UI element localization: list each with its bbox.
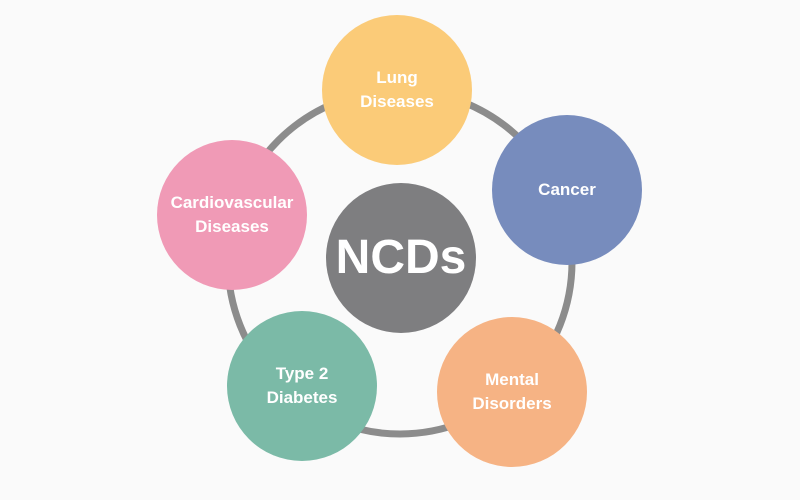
center-circle-ncds: NCDs bbox=[326, 183, 476, 333]
node-label-line1: Type 2 bbox=[275, 364, 329, 383]
center-label: NCDs bbox=[335, 231, 467, 284]
node-label-line1: Lung bbox=[376, 68, 418, 87]
node-label-line2: Disorders bbox=[472, 394, 552, 413]
node-type-2-diabetes: Type 2 Diabetes bbox=[227, 311, 377, 461]
node-mental-disorders: Mental Disorders bbox=[437, 317, 587, 467]
node-label-line1: Cancer bbox=[538, 180, 596, 199]
node-label-line1: Mental bbox=[485, 370, 539, 389]
node-label-line2: Diseases bbox=[360, 92, 434, 111]
node-label-line2: Diabetes bbox=[266, 388, 338, 407]
node-label-line1: Cardiovascular bbox=[170, 193, 294, 212]
node-lung-diseases: Lung Diseases bbox=[322, 15, 472, 165]
node-cancer: Cancer bbox=[492, 115, 642, 265]
node-label-line2: Diseases bbox=[195, 217, 269, 236]
node-cardiovascular-diseases: Cardiovascular Diseases bbox=[157, 140, 307, 290]
